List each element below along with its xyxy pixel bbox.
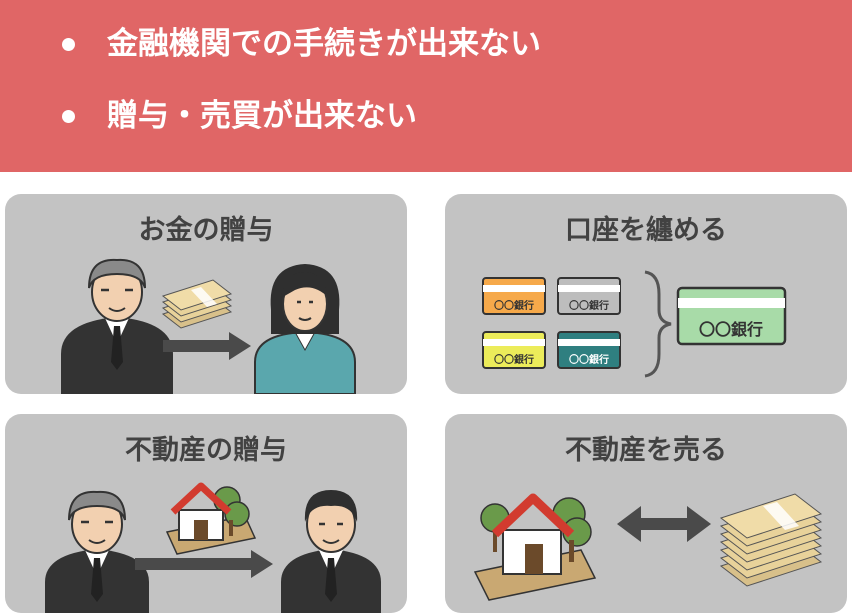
banner-item-text: 金融機関での手続きが出来ない: [107, 26, 541, 62]
money-gift-illustration: [61, 258, 356, 394]
double-arrow-icon: [617, 506, 711, 542]
panel-merge-accounts: 口座を纏める 〇〇銀行 〇〇銀行 〇〇銀行 〇〇銀行 〇〇銀行: [445, 194, 847, 394]
merge-accounts-illustration: 〇〇銀行 〇〇銀行 〇〇銀行 〇〇銀行 〇〇銀行: [482, 270, 787, 378]
banner-item-text: 贈与・売買が出来ない: [107, 98, 417, 134]
house-icon: [165, 482, 257, 555]
bank-label: 〇〇銀行: [494, 353, 534, 366]
house-icon: [473, 493, 597, 601]
young-man-icon: [281, 490, 381, 613]
elderly-man-icon: [61, 258, 173, 394]
merged-bank-card-icon: 〇〇銀行: [676, 286, 787, 346]
bank-label: 〇〇銀行: [494, 299, 534, 312]
panel-title: 不動産を売る: [565, 435, 727, 466]
panel-title: 口座を纏める: [565, 215, 727, 246]
bank-label: 〇〇銀行: [569, 299, 609, 312]
bank-card-icon: 〇〇銀行: [482, 331, 546, 369]
banner-item: 金融機関での手続きが出来ない: [62, 24, 541, 64]
panel-money-gift: お金の贈与: [5, 194, 407, 394]
bank-card-icon: 〇〇銀行: [482, 277, 546, 315]
cash-stack-icon: [161, 279, 233, 329]
bullet-icon: [62, 37, 75, 51]
bank-label: 〇〇銀行: [699, 320, 763, 339]
warning-banner: 金融機関での手続きが出来ない 贈与・売買が出来ない: [0, 0, 852, 172]
bank-label: 〇〇銀行: [569, 353, 609, 366]
right-arrow-icon: [163, 332, 251, 360]
panel-title: お金の贈与: [138, 215, 274, 246]
panel-sell-real-estate: 不動産を売る: [445, 414, 847, 613]
panel-title: 不動産の贈与: [125, 435, 287, 466]
real-estate-gift-illustration: [45, 482, 381, 613]
elderly-man-icon: [45, 490, 149, 613]
panel-real-estate-gift: 不動産の贈与: [5, 414, 407, 613]
brace-icon: [644, 270, 672, 378]
cash-stack-icon: [719, 493, 823, 587]
banner-item: 贈与・売買が出来ない: [62, 96, 417, 136]
sell-real-estate-illustration: [473, 493, 823, 601]
woman-icon: [254, 264, 356, 394]
bank-card-icon: 〇〇銀行: [557, 277, 621, 315]
bank-card-icon: 〇〇銀行: [557, 331, 621, 369]
right-arrow-icon: [135, 550, 273, 578]
bullet-icon: [62, 109, 75, 123]
